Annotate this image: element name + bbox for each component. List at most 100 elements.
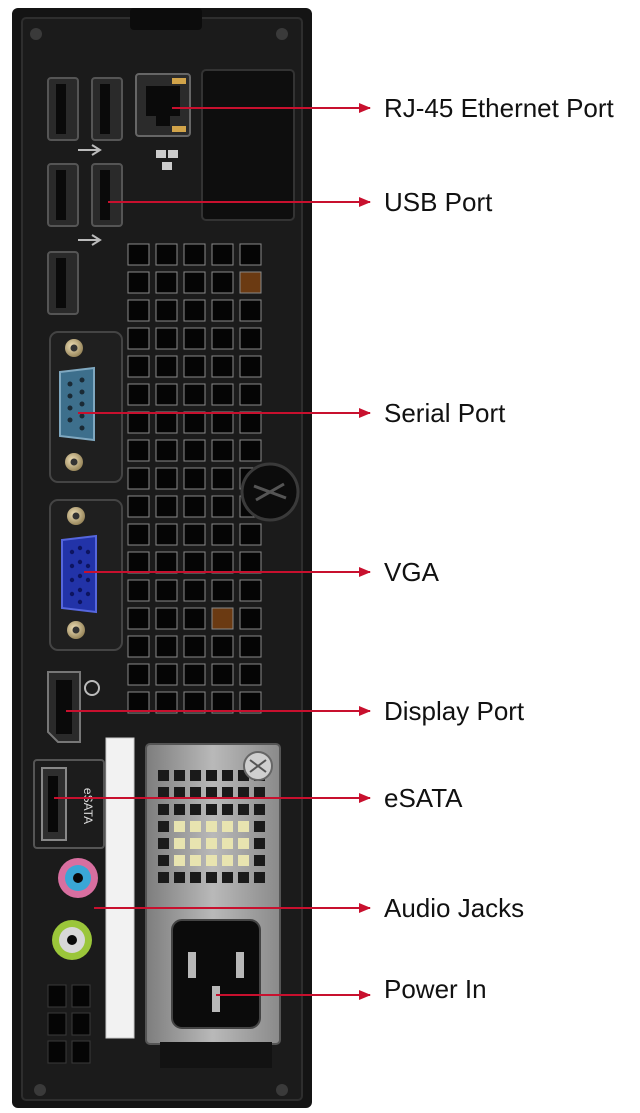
- grille-hole: [127, 271, 150, 294]
- psu-vent-hole: [174, 770, 185, 781]
- psu-vent-hole: [222, 770, 233, 781]
- psu-vent-hole: [158, 770, 169, 781]
- serial-port-icon: [59, 366, 95, 442]
- esata-port: eSATA: [33, 759, 105, 849]
- grille-hole: [127, 663, 150, 686]
- grille-hole: [155, 467, 178, 490]
- grille-hole: [155, 299, 178, 322]
- grille-hole: [239, 327, 262, 350]
- grille-hole: [155, 439, 178, 462]
- psu-vent-hole: [190, 872, 201, 883]
- grille-hole: [183, 355, 206, 378]
- psu-vent-hole: [206, 855, 217, 866]
- grille-hole: [183, 327, 206, 350]
- grille-hole: [155, 523, 178, 546]
- grille-hole: [127, 523, 150, 546]
- psu-vent-hole: [254, 855, 265, 866]
- psu-vent-hole: [238, 787, 249, 798]
- psu-vent-hole: [158, 804, 169, 815]
- grille-hole: [239, 635, 262, 658]
- grille-hole: [155, 579, 178, 602]
- grille-hole: [127, 383, 150, 406]
- grille-hole: [155, 551, 178, 574]
- grille-hole: [127, 691, 150, 714]
- audio-jacks: [52, 858, 98, 960]
- psu-vent-hole: [238, 838, 249, 849]
- grille-hole: [127, 439, 150, 462]
- psu-vent-hole: [190, 838, 201, 849]
- psu-vent-hole: [206, 770, 217, 781]
- grille-hole: [183, 635, 206, 658]
- display-port: [47, 671, 100, 743]
- grille-hole: [211, 355, 234, 378]
- expansion-card: [105, 737, 135, 1039]
- grille-hole: [239, 523, 262, 546]
- grille-hole: [239, 607, 262, 630]
- grille-hole: [211, 327, 234, 350]
- grille-hole: [183, 523, 206, 546]
- grille-hole: [239, 271, 262, 294]
- grille-hole: [239, 299, 262, 322]
- label-serial-port: Serial Port: [384, 398, 506, 428]
- psu-vent-hole: [222, 804, 233, 815]
- grille-hole: [155, 355, 178, 378]
- grille-hole: [211, 299, 234, 322]
- psu-vent-hole: [254, 787, 265, 798]
- ventilation-grille: [127, 243, 262, 714]
- grille-hole: [211, 635, 234, 658]
- ethernet-port: [135, 73, 191, 170]
- psu-vent-hole: [158, 821, 169, 832]
- psu-vent-hole: [158, 855, 169, 866]
- grille-hole: [211, 411, 234, 434]
- grille-hole: [183, 299, 206, 322]
- grille-hole: [211, 495, 234, 518]
- psu-vent-hole: [222, 838, 233, 849]
- psu-vent-hole: [174, 787, 185, 798]
- psu-vent-hole: [190, 821, 201, 832]
- label-esata: eSATA: [384, 783, 463, 813]
- grille-hole: [211, 523, 234, 546]
- psu-vent-hole: [254, 872, 265, 883]
- usb-icon: [78, 144, 102, 246]
- psu-vent-hole: [174, 838, 185, 849]
- psu-vent-hole: [190, 855, 201, 866]
- grille-hole: [183, 271, 206, 294]
- usb-ports: [47, 77, 123, 315]
- psu-vent-hole: [174, 821, 185, 832]
- psu-vent-hole: [206, 804, 217, 815]
- grille-hole: [127, 355, 150, 378]
- psu-vent-hole: [238, 770, 249, 781]
- grille-hole: [183, 551, 206, 574]
- psu-vent-hole: [206, 872, 217, 883]
- psu-vent-hole: [254, 821, 265, 832]
- grille-hole: [155, 383, 178, 406]
- grille-hole: [211, 551, 234, 574]
- grille-hole: [183, 663, 206, 686]
- psu-vent-hole: [238, 804, 249, 815]
- grille-hole: [183, 439, 206, 462]
- grille-hole: [155, 327, 178, 350]
- grille-hole: [183, 383, 206, 406]
- psu-vent-hole: [222, 855, 233, 866]
- grille-hole: [211, 467, 234, 490]
- psu-vent-hole: [190, 787, 201, 798]
- power-supply: [145, 743, 281, 1068]
- grille-hole: [127, 467, 150, 490]
- grille-hole: [239, 355, 262, 378]
- grille-hole: [183, 495, 206, 518]
- psu-vent-hole: [254, 838, 265, 849]
- psu-vent-hole: [190, 804, 201, 815]
- psu-vent-hole: [222, 821, 233, 832]
- grille-hole: [127, 243, 150, 266]
- label-power-in: Power In: [384, 974, 487, 1004]
- grille-hole: [127, 299, 150, 322]
- psu-vent-hole: [174, 855, 185, 866]
- grille-hole: [211, 383, 234, 406]
- serial-port: [49, 331, 123, 483]
- grille-hole: [183, 579, 206, 602]
- grille-hole: [127, 607, 150, 630]
- grille-hole: [183, 467, 206, 490]
- psu-vent-hole: [238, 872, 249, 883]
- grille-hole: [155, 411, 178, 434]
- psu-vent-hole: [158, 787, 169, 798]
